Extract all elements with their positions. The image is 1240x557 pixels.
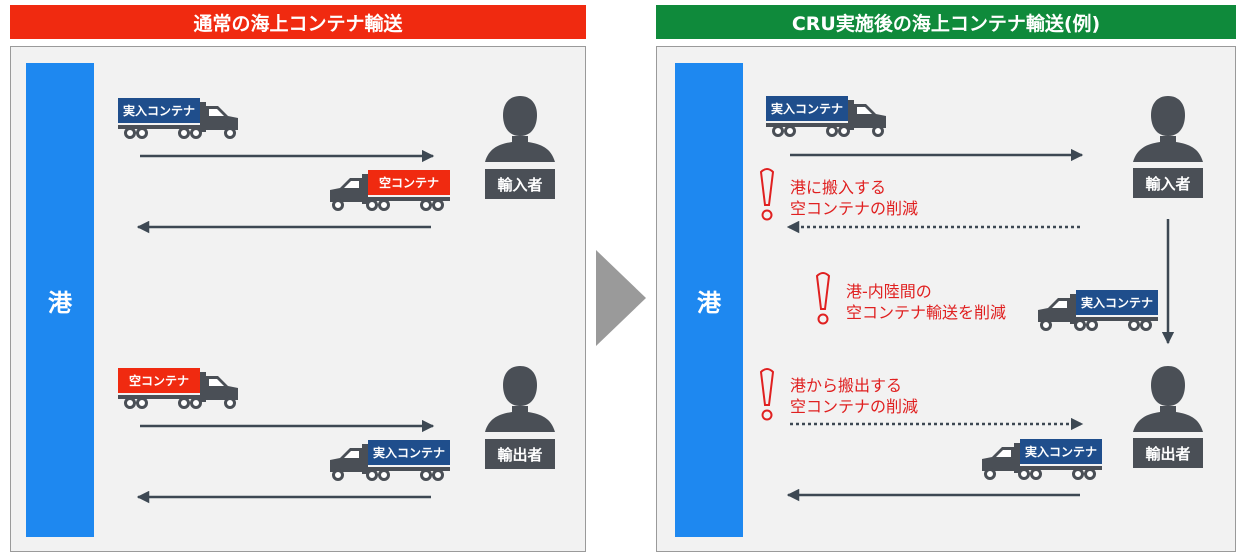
- note-export-reduction: 港から搬出する 空コンテナの削減: [790, 375, 918, 417]
- note-line: 空コンテナの削減: [790, 397, 919, 416]
- truck-inland-full: 実入コンテナ: [1034, 288, 1158, 332]
- left-title: 通常の海上コンテナ輸送: [193, 12, 403, 35]
- exporter-label: 輸出者: [1145, 444, 1191, 463]
- truck-export-empty: 空コンテナ: [118, 366, 242, 410]
- person-silhouette-icon: [485, 96, 555, 162]
- container-label: 空コンテナ: [378, 176, 439, 190]
- empty-container: 空コンテナ: [368, 170, 450, 195]
- semi-truck-icon: [766, 100, 886, 137]
- exclamation-mark-icon: [759, 168, 775, 221]
- exporter-label: 輸出者: [497, 445, 543, 464]
- truck-import-full: 実入コンテナ: [766, 94, 890, 138]
- truck-export-full: 実入コンテナ: [978, 437, 1102, 481]
- semi-truck-icon: [1038, 294, 1158, 331]
- person-silhouette-icon: [1133, 366, 1203, 432]
- right-header: CRU実施後の海上コンテナ輸送(例): [656, 5, 1236, 39]
- full-container: 実入コンテナ: [1020, 439, 1102, 464]
- importer-label: 輸入者: [1145, 174, 1191, 193]
- exclamation-mark-icon: [815, 272, 831, 325]
- truck-import-full: 実入コンテナ: [118, 96, 242, 140]
- exporter-box: 輸出者: [485, 439, 555, 469]
- semi-truck-icon: [330, 174, 450, 211]
- importer-label: 輸入者: [497, 175, 543, 194]
- full-container: 実入コンテナ: [118, 98, 200, 123]
- right-port: 港: [675, 63, 743, 537]
- note-inland-reduction: 港-内陸間の 空コンテナ輸送を削減: [846, 281, 1006, 323]
- right-port-label: 港: [697, 288, 721, 317]
- note-line: 空コンテナの削減: [790, 199, 919, 218]
- truck-import-empty: 空コンテナ: [326, 168, 450, 212]
- person-silhouette-icon: [485, 366, 555, 432]
- container-label: 実入コンテナ: [372, 446, 445, 460]
- exclamation-mark-icon: [759, 368, 775, 421]
- truck-export-full: 実入コンテナ: [326, 438, 450, 482]
- full-container: 実入コンテナ: [1076, 290, 1158, 315]
- person-silhouette-icon: [1133, 96, 1203, 162]
- importer-box: 輸入者: [485, 169, 555, 199]
- empty-container: 空コンテナ: [118, 368, 200, 393]
- note-line: 港-内陸間の: [846, 282, 932, 301]
- exporter-box: 輸出者: [1133, 438, 1203, 468]
- container-label: 実入コンテナ: [770, 102, 843, 116]
- right-title: CRU実施後の海上コンテナ輸送(例): [791, 12, 1101, 35]
- left-port: 港: [26, 63, 94, 537]
- left-port-label: 港: [48, 288, 72, 317]
- note-import-reduction: 港に搬入する 空コンテナの削減: [790, 177, 918, 219]
- container-label: 実入コンテナ: [1024, 445, 1097, 459]
- triangle-right-icon: [596, 250, 646, 346]
- note-line: 空コンテナ輸送を削減: [846, 303, 1007, 322]
- semi-truck-icon: [118, 102, 238, 139]
- full-container: 実入コンテナ: [368, 440, 450, 465]
- full-container: 実入コンテナ: [766, 96, 848, 121]
- semi-truck-icon: [982, 443, 1102, 480]
- note-line: 港に搬入する: [790, 178, 887, 197]
- semi-truck-icon: [330, 444, 450, 481]
- container-label: 空コンテナ: [128, 374, 189, 388]
- container-label: 実入コンテナ: [122, 104, 195, 118]
- semi-truck-icon: [118, 372, 238, 409]
- note-line: 港から搬出する: [790, 376, 903, 395]
- left-header: 通常の海上コンテナ輸送: [10, 5, 586, 39]
- container-label: 実入コンテナ: [1080, 296, 1153, 310]
- importer-box: 輸入者: [1133, 168, 1203, 198]
